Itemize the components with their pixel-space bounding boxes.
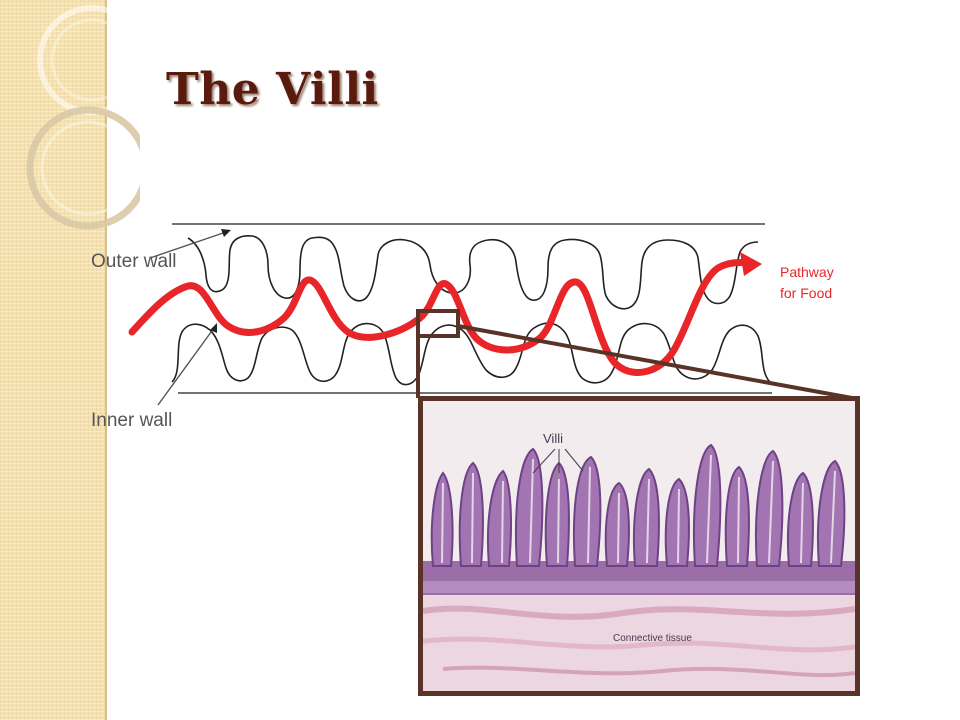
outer-wall-folds: [187, 235, 759, 310]
connective-tissue-label: Connective tissue: [613, 633, 692, 644]
decorative-sidebar: [0, 0, 140, 720]
arrow-right-icon: [740, 252, 762, 276]
slide-title: The Villi: [166, 64, 379, 115]
micrograph-frame: Villi Connective tissue: [418, 396, 860, 696]
inner-wall-pointer-head: [210, 323, 217, 333]
pathway-label-line1: Pathway: [780, 264, 834, 280]
villi-label: Villi: [543, 431, 563, 446]
micrograph-image: [423, 401, 855, 691]
pathway-label-line2: for Food: [780, 285, 833, 301]
pathway-label: Pathway for Food: [780, 262, 870, 304]
inner-wall-pointer: [157, 327, 215, 406]
food-pathway: [128, 259, 752, 376]
outer-wall-label: Outer wall: [91, 251, 177, 272]
decorative-rings: [26, 5, 140, 230]
magnify-connector-right: [457, 324, 853, 400]
inner-wall-label: Inner wall: [91, 410, 173, 431]
outer-wall-pointer-head: [221, 229, 231, 237]
magnify-box: [416, 309, 460, 338]
outer-wall-pointer: [149, 231, 227, 259]
